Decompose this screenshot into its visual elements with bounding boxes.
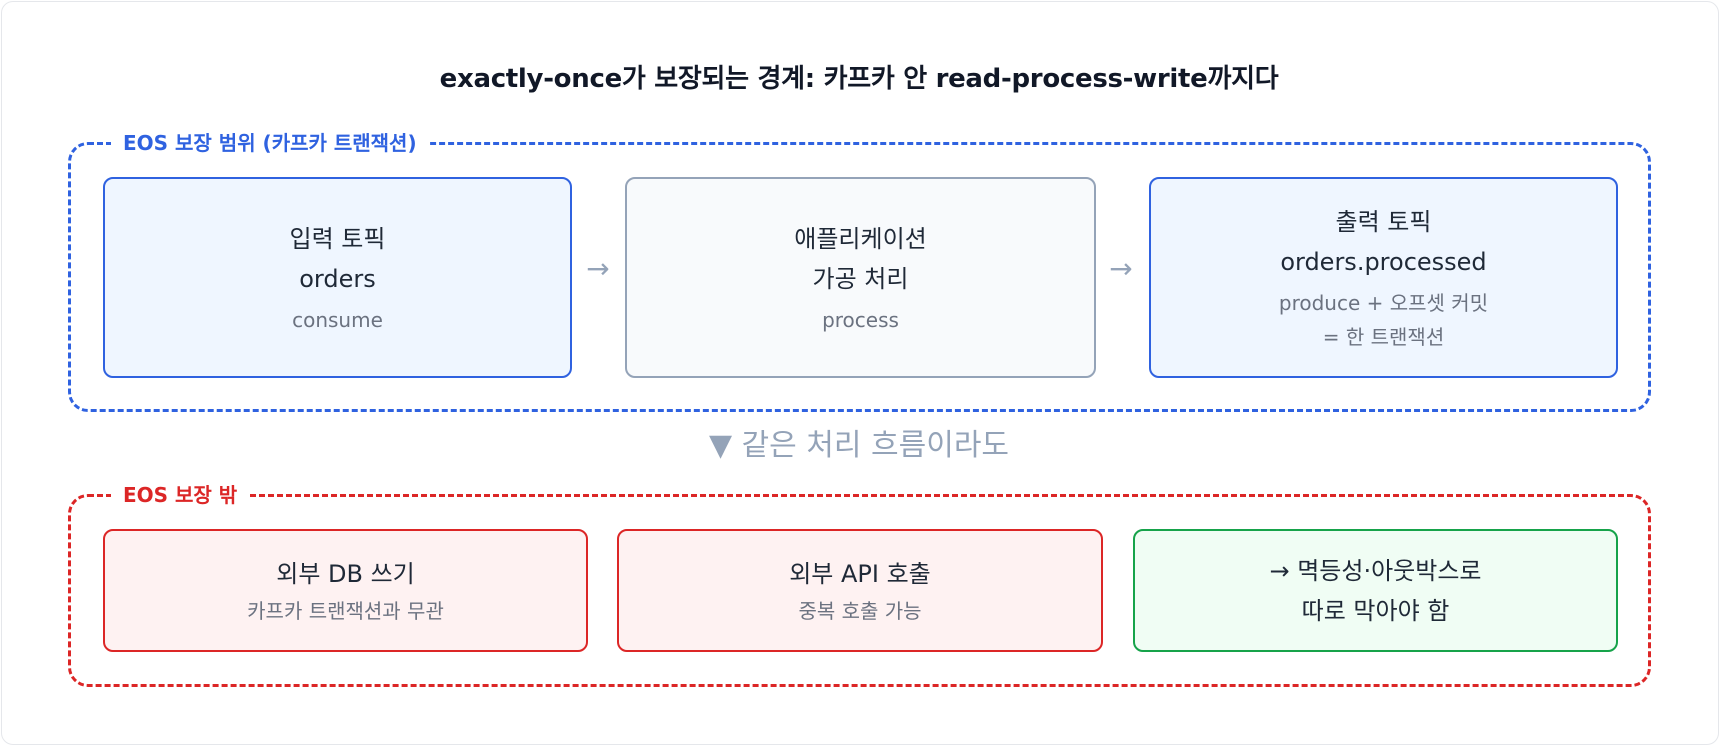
application-action: process <box>822 307 899 332</box>
external-api-title: 외부 API 호출 <box>789 559 931 588</box>
output-topic-action: produce + 오프셋 커밋 <box>1278 290 1489 315</box>
eos-scope-group: EOS 보장 범위 (카프카 트랜잭션) <box>68 127 1651 412</box>
input-topic-box: 입력 토픽 orders consume <box>103 177 572 378</box>
output-topic-name: orders.processed <box>1280 247 1487 276</box>
application-title: 애플리케이션 <box>794 224 927 253</box>
input-topic-action: consume <box>292 307 383 332</box>
external-db-note: 카프카 트랜잭션과 무관 <box>247 598 444 623</box>
input-topic-name: orders <box>299 264 376 293</box>
external-api-note: 중복 호출 가능 <box>798 598 922 623</box>
mitigation-line-1: → 멱등성·아웃박스로 <box>1269 556 1482 585</box>
diagram-title: exactly-once가 보장되는 경계: 카프카 안 read-proces… <box>439 64 1279 94</box>
output-topic-box: 출력 토픽 orders.processed produce + 오프셋 커밋 … <box>1149 177 1618 378</box>
input-topic-title: 입력 토픽 <box>289 224 386 253</box>
outside-eos-group: EOS 보장 밖 <box>68 479 1651 687</box>
external-db-title: 외부 DB 쓰기 <box>276 559 415 588</box>
mitigation-line-2: 따로 막아야 함 <box>1301 596 1450 625</box>
output-topic-transaction-note: = 한 트랜잭션 <box>1322 324 1445 349</box>
arrow-app-to-output: → <box>1109 252 1133 285</box>
application-process-label: 가공 처리 <box>812 264 909 293</box>
eos-scope-label: EOS 보장 범위 (카프카 트랜잭션) <box>111 127 429 156</box>
application-box: 애플리케이션 가공 처리 process <box>625 177 1096 378</box>
external-api-box: 외부 API 호출 중복 호출 가능 <box>617 529 1103 652</box>
mitigation-box: → 멱등성·아웃박스로 따로 막아야 함 <box>1133 529 1618 652</box>
between-groups-note: ▼ 같은 처리 흐름이라도 <box>708 428 1010 463</box>
outside-eos-label: EOS 보장 밖 <box>111 479 250 508</box>
arrow-input-to-app: → <box>586 252 610 285</box>
output-topic-title: 출력 토픽 <box>1335 207 1432 236</box>
external-db-box: 외부 DB 쓰기 카프카 트랜잭션과 무관 <box>103 529 588 652</box>
